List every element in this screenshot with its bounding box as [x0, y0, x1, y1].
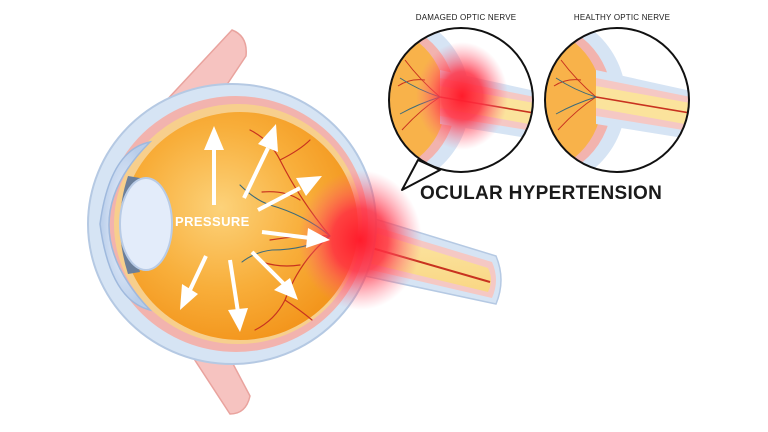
damaged-inset-border [388, 27, 534, 173]
pressure-arrow-downleft [180, 255, 208, 310]
pressure-arrow-up [204, 126, 224, 205]
pressure-arrow-right-upper [257, 176, 322, 212]
damaged-optic-nerve-inset [388, 27, 534, 173]
pressure-arrows [180, 124, 330, 332]
pressure-arrow-right-lower [250, 250, 298, 300]
damaged-optic-nerve-label: DAMAGED OPTIC NERVE [415, 13, 517, 22]
pressure-arrow-right [261, 228, 330, 248]
inflammation-glow [298, 170, 422, 310]
diagram-title: OCULAR HYPERTENSION [420, 183, 663, 204]
healthy-optic-nerve-inset [544, 27, 690, 173]
vitreous-body [122, 112, 358, 340]
healthy-inset-border [544, 27, 690, 173]
lens [119, 177, 173, 271]
pressure-label: PRESSURE [175, 214, 250, 229]
healthy-optic-nerve-label: HEALTHY OPTIC NERVE [573, 13, 671, 22]
cornea [99, 140, 153, 312]
pressure-arrow-upright [242, 124, 278, 199]
pressure-arrow-down [228, 259, 248, 332]
main-eye [87, 29, 502, 415]
